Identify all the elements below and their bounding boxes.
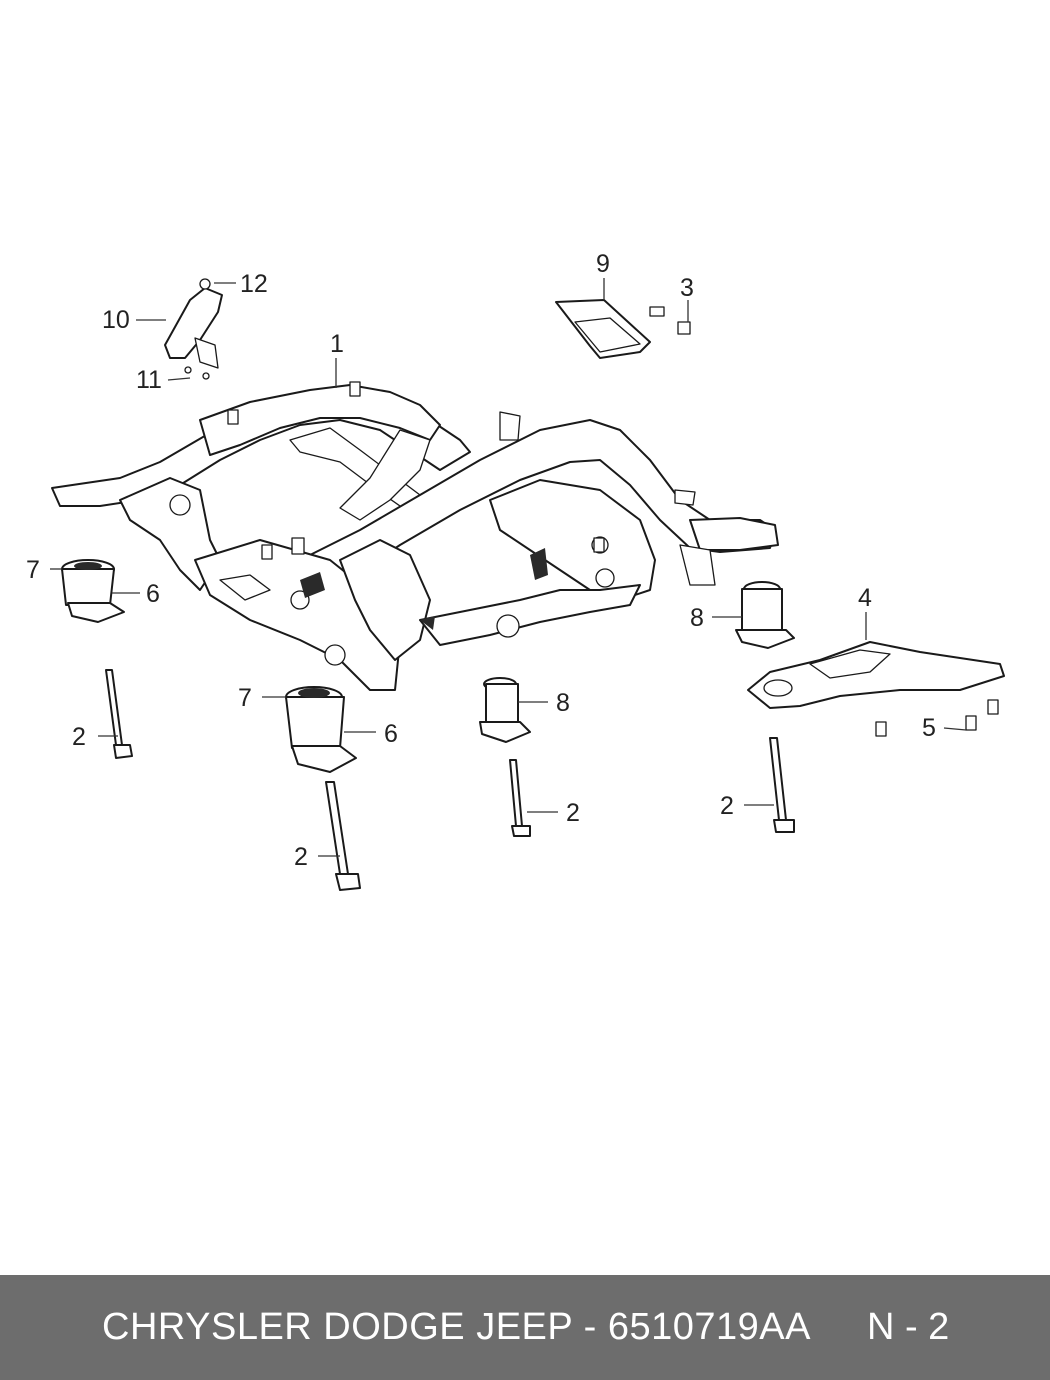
callout-7-center: 7: [238, 684, 252, 712]
callout-2-left: 2: [72, 723, 86, 751]
callout-labels: 1 9 3 12 10 11 4 5 7 6 7 6 8 8 2 2 2 2: [26, 250, 936, 871]
footer-diagram-code: N - 2: [866, 1306, 950, 1348]
callout-7-left: 7: [26, 556, 40, 584]
callout-9: 9: [596, 250, 610, 278]
bracket-9: [555, 299, 691, 359]
callout-11: 11: [136, 366, 162, 394]
callout-6-left: 6: [146, 580, 160, 608]
callout-2-center-left: 2: [294, 843, 308, 871]
bushing-center: [479, 677, 531, 743]
footer-bar: CHRYSLER DODGE JEEP - 6510719AA N - 2: [0, 1275, 1050, 1380]
callout-10: 10: [102, 306, 130, 334]
control-arm-4: [747, 641, 1005, 737]
parts-diagram: 1 9 3 12 10 11 4 5 7 6 7 6 8 8 2 2 2 2: [26, 250, 1005, 891]
bushing-center-left: [285, 686, 357, 773]
callout-1: 1: [330, 330, 344, 358]
callout-3: 3: [680, 274, 694, 302]
callout-2-center: 2: [566, 799, 580, 827]
bushing-right: [735, 581, 795, 649]
callout-2-right: 2: [720, 792, 734, 820]
subframe-crossmember: [51, 381, 779, 691]
bushing-left: [61, 559, 125, 623]
heat-shield-10: [164, 278, 223, 380]
callout-8-center: 8: [556, 689, 570, 717]
bolt-2-right: [769, 737, 795, 833]
callout-4: 4: [858, 584, 872, 612]
bolt-2-center: [509, 759, 531, 837]
bolt-2-center-left: [325, 781, 361, 891]
callout-12: 12: [240, 270, 268, 298]
bolt-2-left: [105, 669, 133, 759]
callout-5: 5: [922, 714, 936, 742]
footer-part-number: CHRYSLER DODGE JEEP - 6510719AA: [102, 1306, 811, 1348]
callout-8-right: 8: [690, 604, 704, 632]
callout-6-center: 6: [384, 720, 398, 748]
leader-lines: [50, 278, 967, 857]
